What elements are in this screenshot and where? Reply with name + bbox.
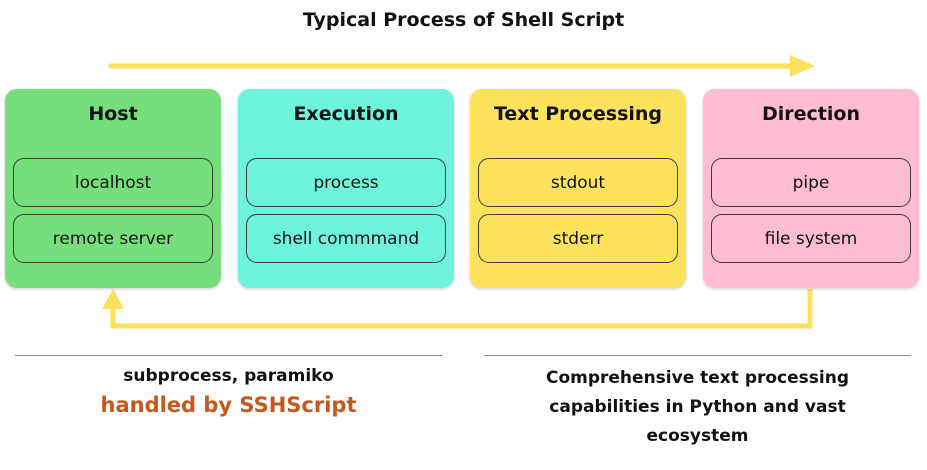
card-title: Execution — [293, 103, 399, 125]
item-remote-server: remote server — [13, 214, 213, 263]
item-localhost: localhost — [13, 158, 213, 207]
return-flow-arrowhead — [102, 289, 124, 309]
item-stdout: stdout — [478, 158, 678, 207]
card-host: Host localhost remote server — [5, 89, 221, 288]
item-pipe: pipe — [711, 158, 911, 207]
right-divider — [484, 355, 911, 356]
card-title: Direction — [762, 103, 860, 125]
right-note-line2: capabilities in Python and vast — [549, 397, 846, 417]
card-execution: Execution process shell commmand — [238, 89, 454, 288]
top-flow-arrowhead — [790, 55, 815, 77]
diagram-title: Typical Process of Shell Script — [302, 9, 625, 31]
left-note-accent: handled by SSHScript — [100, 393, 357, 417]
card-text-processing: Text Processing stdout stderr — [470, 89, 686, 288]
item-stderr: stderr — [478, 214, 678, 263]
left-note-line1: subprocess, paramiko — [123, 366, 334, 386]
return-flow-arrow-line — [110, 289, 813, 329]
right-note-line1: Comprehensive text processing — [545, 368, 849, 388]
right-note-line3: ecosystem — [646, 426, 749, 446]
item-file-system: file system — [711, 214, 911, 263]
card-title: Text Processing — [493, 103, 663, 125]
left-divider — [15, 355, 442, 356]
card-direction: Direction pipe file system — [703, 89, 919, 288]
item-shell-command: shell commmand — [246, 214, 446, 263]
left-note: subprocess, paramiko handled by SSHScrip… — [15, 362, 442, 420]
card-title: Host — [88, 103, 138, 125]
right-note: Comprehensive text processing capabiliti… — [484, 364, 911, 451]
item-process: process — [246, 158, 446, 207]
